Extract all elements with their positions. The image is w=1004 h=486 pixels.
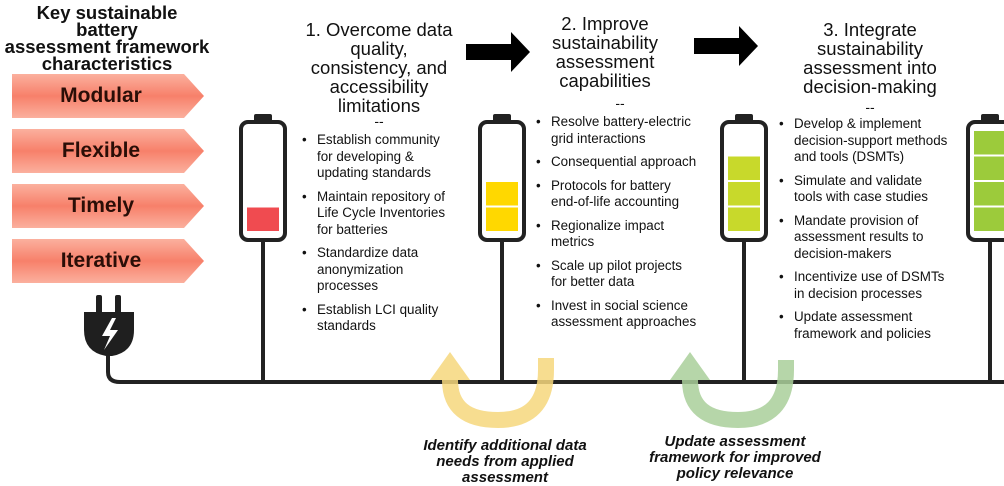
right-arrow-icon <box>466 32 530 72</box>
step-title-line: sustainability <box>552 32 658 53</box>
battery-charge-cell <box>486 182 518 206</box>
battery-charge-cell <box>974 131 1004 155</box>
characteristic-label: Modular <box>60 84 142 107</box>
step-title-line: quality, <box>350 38 408 59</box>
step-title-line: decision-making <box>803 76 937 97</box>
chevron-shape <box>12 184 204 228</box>
step-2-separator: -- <box>615 95 625 111</box>
step-2-title: 2. Improve sustainability assessment cap… <box>540 14 670 90</box>
characteristic-timely: Timely <box>12 184 204 228</box>
chevron-shape <box>12 74 204 118</box>
power-wire <box>106 355 1004 384</box>
caption-line: assessment <box>462 469 548 486</box>
battery-icon <box>720 114 768 242</box>
framework-title-line: characteristics <box>41 53 173 74</box>
battery-icon <box>966 114 1004 242</box>
characteristic-label: Iterative <box>60 249 142 272</box>
caption-line: framework for improved <box>649 449 821 466</box>
step-title-line: assessment into <box>803 57 937 78</box>
u-turn-arrow-icon <box>430 352 554 429</box>
caption-line: Update assessment <box>664 433 806 450</box>
step-title-line: consistency, and <box>310 57 448 78</box>
framework-title: Key sustainable battery assessment frame… <box>4 2 210 74</box>
step-1-title: 1. Overcome data quality, consistency, a… <box>294 20 464 115</box>
step-title-line: assessment <box>555 51 655 72</box>
battery-icon <box>478 114 526 242</box>
step-title-line: limitations <box>337 95 421 116</box>
characteristic-flexible: Flexible <box>12 129 204 173</box>
framework-title-line: Key sustainable battery <box>36 2 178 40</box>
step-title-line: 3. Integrate <box>823 19 917 40</box>
step-3-separator: -- <box>865 99 875 115</box>
step-title-line: capabilities <box>559 70 651 91</box>
framework-title-line: assessment framework <box>4 36 210 57</box>
right-arrow-icon <box>694 26 758 66</box>
battery-charge-cell <box>728 207 760 231</box>
battery-charge-cell <box>247 207 279 231</box>
characteristic-label: Flexible <box>61 139 141 162</box>
chevron-shape <box>12 239 204 283</box>
step-title-line: 2. Improve <box>561 13 649 34</box>
battery-charge-cell <box>974 182 1004 206</box>
feedback-caption-policy: Update assessment framework for improved… <box>630 434 840 482</box>
battery-charge-cell <box>728 182 760 206</box>
characteristic-label: Timely <box>67 194 135 217</box>
step-title-line: sustainability <box>817 38 923 59</box>
battery-charge-cell <box>486 207 518 231</box>
step-1-separator: -- <box>374 113 384 129</box>
characteristic-iterative: Iterative <box>12 239 204 283</box>
battery-charge-cell <box>974 156 1004 180</box>
caption-line: policy relevance <box>676 465 794 482</box>
characteristic-modular: Modular <box>12 74 204 118</box>
plug-icon <box>84 295 134 356</box>
step-2-bullet: Consequential approach <box>534 154 714 171</box>
caption-line: Identify additional data <box>423 437 587 454</box>
battery-charge-cell <box>728 156 760 180</box>
chevron-shape <box>12 129 204 173</box>
caption-line: needs from applied <box>436 453 574 470</box>
battery-icon <box>239 114 287 242</box>
battery-charge-cell <box>974 207 1004 231</box>
step-3-title: 3. Integrate sustainability assessment i… <box>790 20 950 96</box>
u-turn-arrow-icon <box>670 352 794 429</box>
step-title-line: accessibility <box>329 76 429 97</box>
step-title-line: 1. Overcome data <box>305 19 453 40</box>
feedback-caption-data: Identify additional data needs from appl… <box>400 438 610 486</box>
